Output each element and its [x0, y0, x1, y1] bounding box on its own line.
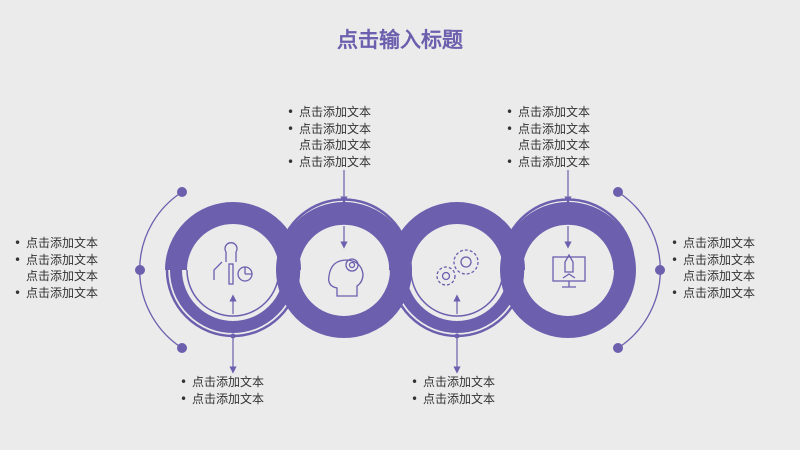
list-item: 点击添加文本: [287, 104, 371, 121]
list-item: 点击添加文本: [411, 374, 495, 391]
list-item: 点击添加文本: [14, 252, 98, 269]
ring-1: [165, 202, 301, 271]
list-item: 点击添加文本: [683, 269, 756, 283]
list-item: 点击添加文本: [671, 235, 755, 252]
list-item: 点击添加文本: [506, 104, 590, 121]
list-item: 点击添加文本: [506, 121, 590, 138]
left-side-text[interactable]: 点击添加文本 点击添加文本 点击添加文本 点击添加文本: [14, 235, 98, 301]
list-item: 点击添加文本: [287, 154, 371, 171]
step-1-text[interactable]: 点击添加文本 点击添加文本: [180, 374, 264, 407]
list-item: 点击添加文本: [411, 391, 495, 408]
monitor-rocket-icon: [552, 253, 586, 288]
list-item: 点击添加文本: [671, 252, 755, 269]
list-item: 点击添加文本: [180, 374, 264, 391]
step-4-text[interactable]: 点击添加文本 点击添加文本 点击添加文本 点击添加文本: [506, 104, 590, 170]
list-item: 点击添加文本: [26, 269, 99, 283]
list-item: 点击添加文本: [14, 235, 98, 252]
right-side-text[interactable]: 点击添加文本 点击添加文本 点击添加文本 点击添加文本: [671, 235, 755, 301]
list-item: 点击添加文本: [180, 391, 264, 408]
list-item: 点击添加文本: [506, 154, 590, 171]
step-2-text[interactable]: 点击添加文本 点击添加文本 点击添加文本 点击添加文本: [287, 104, 371, 170]
list-item: 点击添加文本: [14, 285, 98, 302]
step-3-text[interactable]: 点击添加文本 点击添加文本: [411, 374, 495, 407]
ring-3: [389, 202, 525, 271]
list-item: 点击添加文本: [299, 138, 372, 152]
list-item: 点击添加文本: [671, 285, 755, 302]
slide-title[interactable]: 点击输入标题: [337, 28, 463, 52]
head-gear-icon: [328, 258, 364, 297]
list-item: 点击添加文本: [518, 138, 591, 152]
person-chart-icon: [213, 242, 253, 285]
gears-icon: [436, 249, 479, 286]
list-item: 点击添加文本: [287, 121, 371, 138]
